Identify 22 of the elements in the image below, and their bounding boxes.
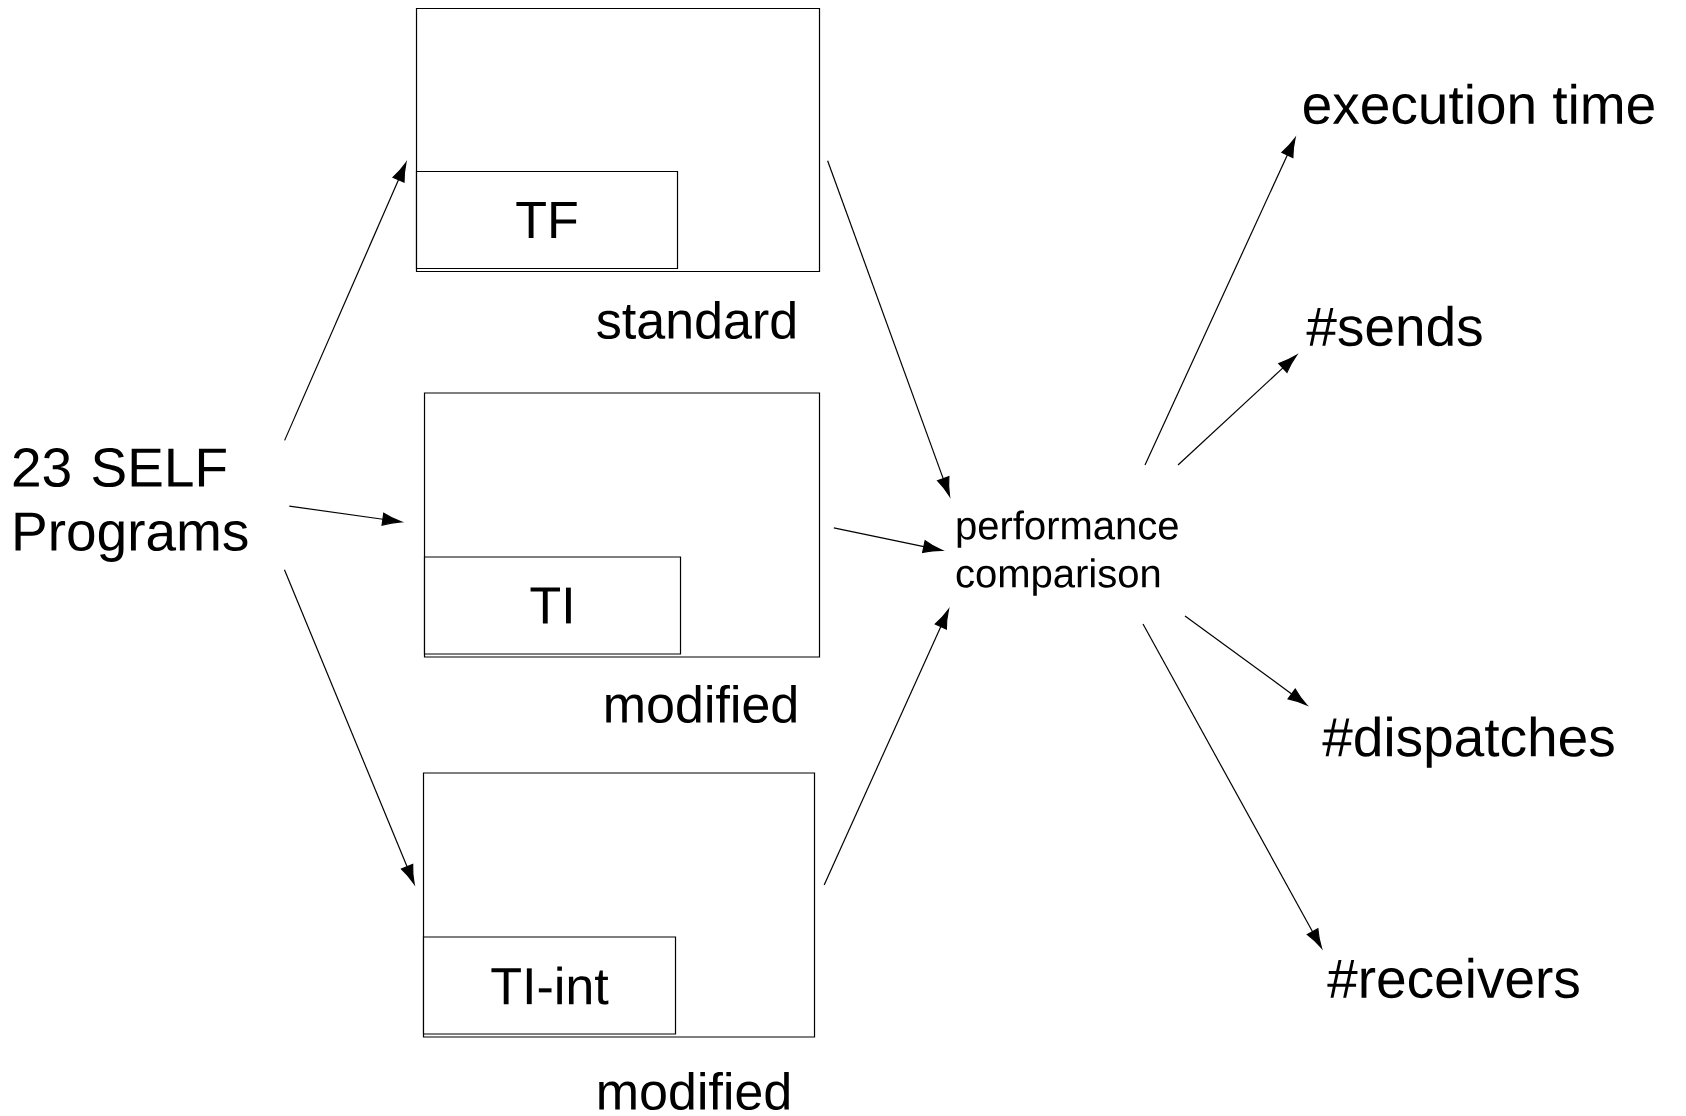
node-label: execution time [1304,83,1654,125]
arrow [283,569,415,885]
node-label: #sends [1306,305,1482,347]
arrow [823,609,950,886]
arrow [1184,615,1308,706]
node-label: #dispatches [1322,716,1614,768]
arrow [827,160,951,497]
node-label: performance comparison [956,510,1178,596]
arrow [288,505,402,526]
arrow [1142,623,1323,949]
arrow [284,162,407,441]
arrow [833,527,943,554]
arrow [1144,137,1296,466]
variant-box: TI [423,556,682,655]
variant-box: TF [415,170,679,270]
node-label: #receivers [1327,957,1579,999]
arrow [1177,354,1298,466]
box-caption: standard [597,300,795,340]
variant-box: TI-int [422,936,677,1035]
box-caption: modified [606,684,796,724]
node-label: 23 SELF Programs [13,448,248,562]
box-caption: modified [599,1071,789,1111]
